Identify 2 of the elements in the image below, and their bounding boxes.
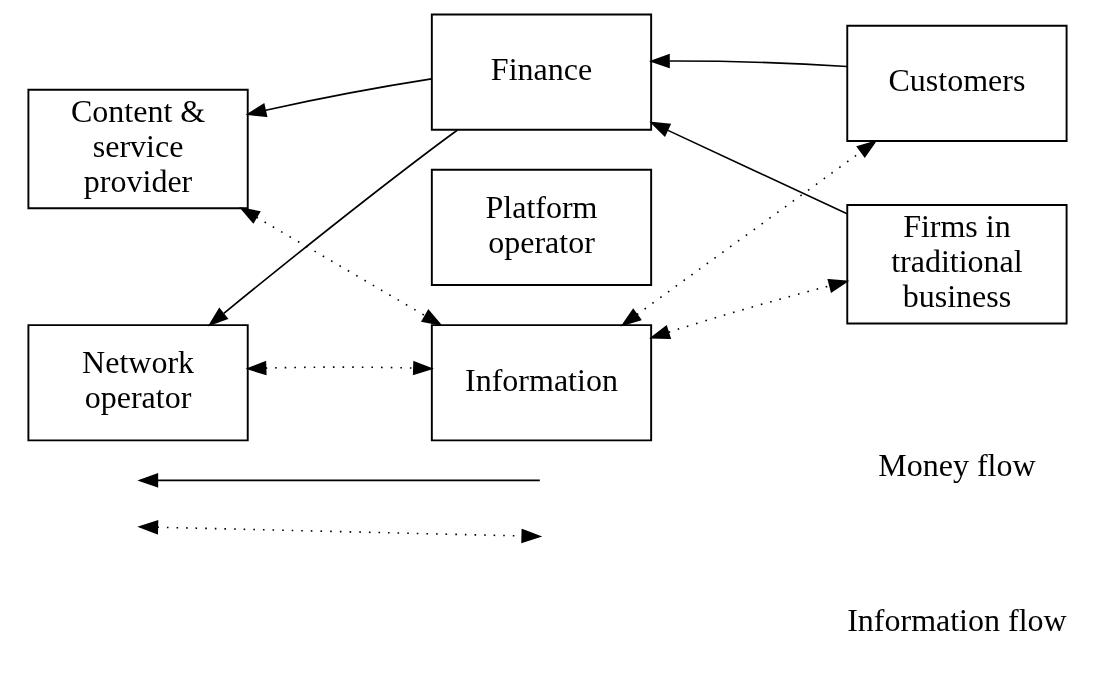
legend-label: Information flow <box>846 601 1067 638</box>
legend-label: Money flow <box>877 446 1036 483</box>
